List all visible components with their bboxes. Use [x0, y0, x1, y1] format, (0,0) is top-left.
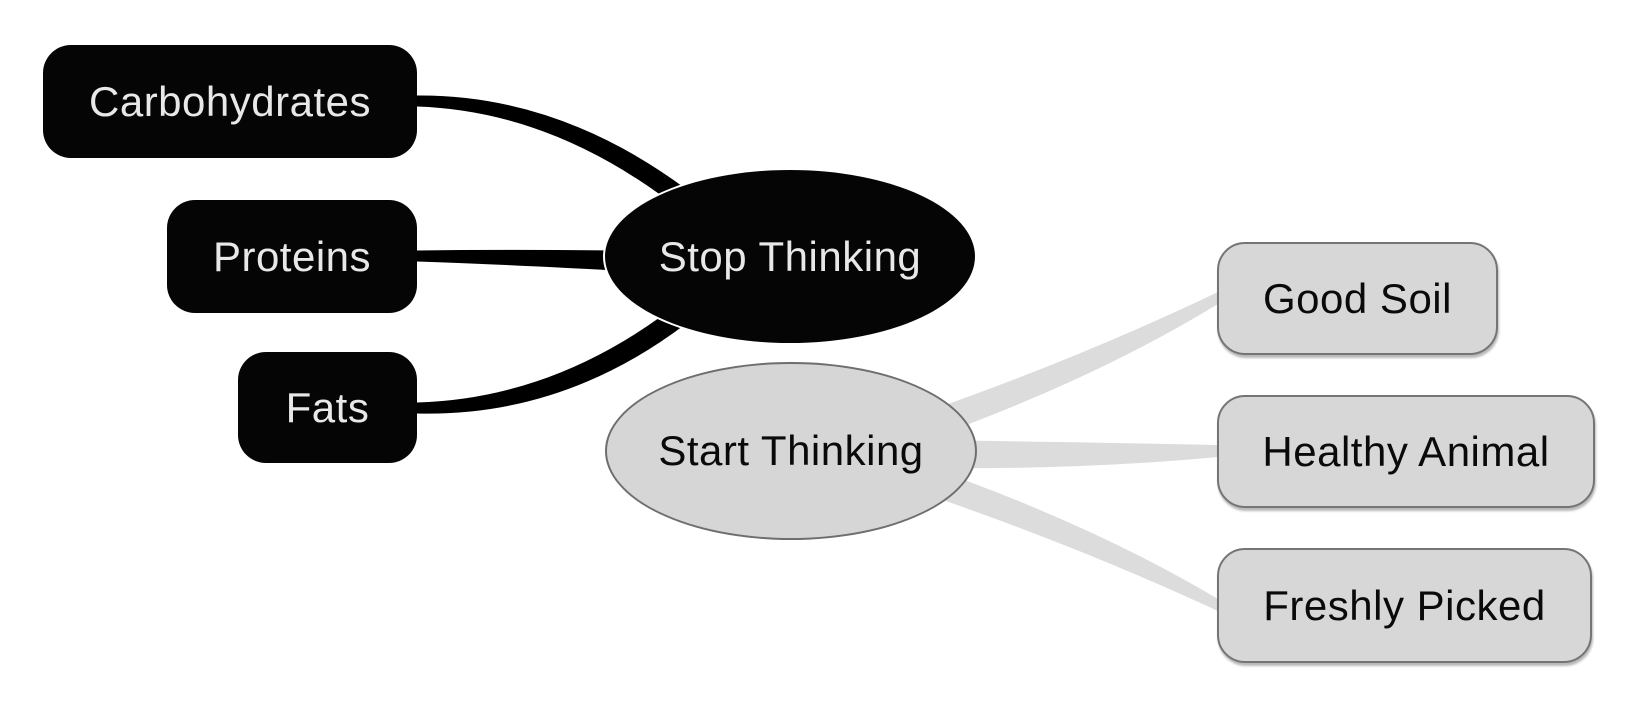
- node-carbohydrates[interactable]: Carbohydrates: [43, 45, 417, 158]
- node-healthy-animal-label: Healthy Animal: [1262, 427, 1550, 475]
- node-fats[interactable]: Fats: [238, 352, 417, 463]
- node-start-thinking-label: Start Thinking: [658, 427, 924, 474]
- node-proteins-label: Proteins: [212, 232, 372, 280]
- node-healthy-animal[interactable]: Healthy Animal: [1217, 395, 1595, 508]
- edge-stop-fats: [417, 254, 735, 414]
- edge-stop-carbohydrates: [417, 95, 735, 258]
- node-start-thinking[interactable]: Start Thinking: [605, 362, 977, 540]
- node-stop-thinking[interactable]: Stop Thinking: [603, 168, 977, 345]
- node-fats-label: Fats: [285, 383, 370, 431]
- edge-start-healthy-animal: [920, 440, 1218, 469]
- edge-stop-proteins: [417, 249, 660, 273]
- edge-start-freshly-picked: [920, 464, 1218, 611]
- node-stop-thinking-label: Stop Thinking: [658, 232, 922, 280]
- edge-start-good-soil: [920, 292, 1218, 442]
- node-proteins[interactable]: Proteins: [167, 200, 417, 313]
- node-carbohydrates-label: Carbohydrates: [89, 77, 371, 125]
- node-freshly-picked[interactable]: Freshly Picked: [1217, 548, 1592, 663]
- node-good-soil-label: Good Soil: [1263, 274, 1452, 322]
- node-good-soil[interactable]: Good Soil: [1217, 242, 1498, 355]
- node-freshly-picked-label: Freshly Picked: [1263, 581, 1546, 629]
